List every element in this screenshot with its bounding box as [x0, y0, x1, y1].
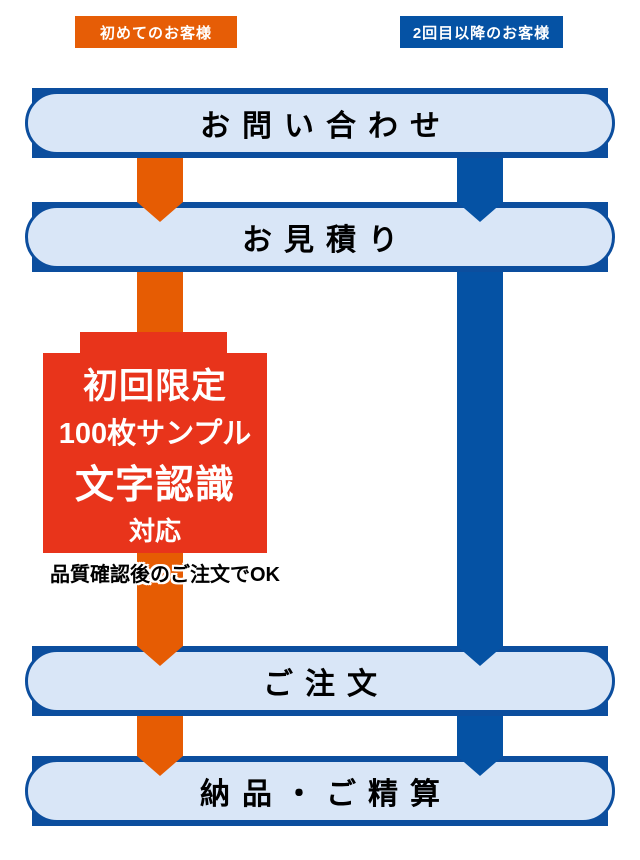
- repeat-customer-label: 2回目以降のお客様: [400, 16, 563, 48]
- orange-arrowhead-icon-3: [137, 756, 183, 776]
- badge-line-character-recognition: 文字認識: [74, 463, 235, 507]
- campaign-badge-top-step: [80, 332, 227, 354]
- step-bar-inquiry-pill: お問い合わせ: [25, 91, 615, 155]
- blue-flow-connector-3: [457, 716, 503, 756]
- step-bar-estimate: お見積り: [25, 202, 615, 272]
- blue-flow-connector-1: [457, 158, 503, 202]
- blue-arrowhead-icon-3: [457, 756, 503, 776]
- campaign-badge-body: 初回限定 100枚サンプル 文字認識 対応: [43, 353, 267, 553]
- step-bar-inquiry: お問い合わせ: [25, 88, 615, 158]
- blue-arrowhead-icon-1: [457, 202, 503, 222]
- badge-line-first-time-limited: 初回限定: [82, 367, 227, 407]
- step-label-estimate: お見積り: [242, 224, 410, 257]
- step-label-delivery: 納品・ご精算: [200, 778, 452, 811]
- blue-flow-connector-2: [457, 272, 503, 646]
- step-label-inquiry: お問い合わせ: [200, 110, 452, 143]
- campaign-badge: 初回限定 100枚サンプル 文字認識 対応: [43, 332, 267, 553]
- step-bar-delivery: 納品・ご精算: [25, 756, 615, 826]
- orange-flow-connector-3: [137, 716, 183, 756]
- orange-arrowhead-icon-2: [137, 646, 183, 666]
- orange-flow-connector-1: [137, 158, 183, 202]
- quality-confirmation-note: 品質確認後のご注文でOK: [50, 564, 280, 586]
- step-bar-estimate-pill: お見積り: [25, 205, 615, 269]
- blue-arrowhead-icon-2: [457, 646, 503, 666]
- step-bar-order-pill: ご注文: [25, 649, 615, 713]
- orange-arrowhead-icon-1: [137, 202, 183, 222]
- first-time-customer-label: 初めてのお客様: [75, 16, 237, 48]
- badge-line-supported: 対応: [128, 515, 181, 546]
- step-bar-order: ご注文: [25, 646, 615, 716]
- step-bar-delivery-pill: 納品・ご精算: [25, 759, 615, 823]
- badge-line-100-samples: 100枚サンプル: [58, 418, 252, 451]
- step-label-order: ご注文: [263, 668, 389, 701]
